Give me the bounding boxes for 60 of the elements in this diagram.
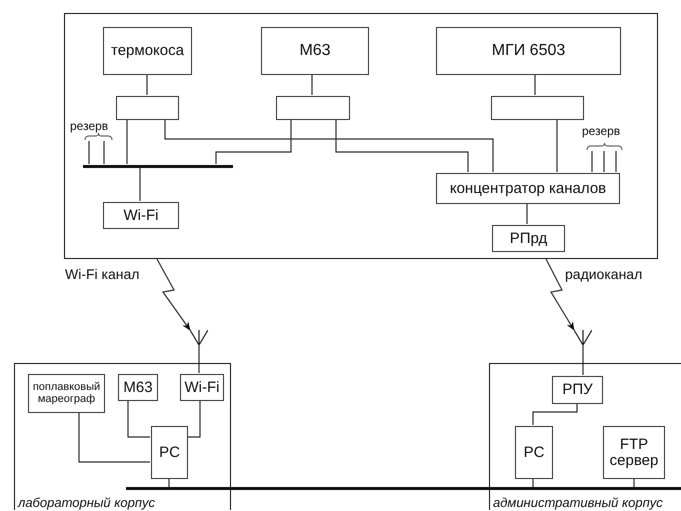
bus-line: [126, 487, 681, 490]
connector-line: [198, 345, 200, 373]
building-frame: [489, 363, 681, 510]
interface-box: [276, 96, 350, 120]
device-box: [103, 27, 192, 75]
device-box: [603, 426, 665, 479]
antenna-symbol: [574, 330, 592, 345]
building-frame: [14, 363, 231, 510]
device-label: Wi-Fi: [124, 208, 158, 224]
device-label: термокоса: [111, 43, 184, 59]
reserve-label: резерв: [70, 119, 108, 133]
device-box: [515, 426, 553, 479]
connector-line: [127, 400, 150, 438]
connector-line: [526, 203, 528, 224]
connector-line: [126, 119, 128, 164]
connector-line: [187, 400, 201, 438]
system-frame: [64, 13, 658, 259]
device-box: [492, 225, 565, 252]
device-box: [118, 374, 158, 401]
device-box: [261, 27, 369, 75]
device-label: М63: [123, 380, 153, 396]
device-label: PC: [159, 444, 180, 460]
antenna-symbol: [190, 330, 208, 345]
building-label: лабораторный корпус: [18, 495, 156, 510]
connector-line: [78, 412, 150, 463]
connector-line: [215, 119, 292, 164]
connector-line: [146, 74, 148, 95]
device-label: поплавковый мареограф: [32, 382, 102, 406]
device-label: М63: [299, 42, 331, 60]
device-label: РПУ: [562, 382, 593, 398]
connector-line: [335, 119, 469, 172]
device-box: [436, 27, 621, 75]
device-box: [180, 374, 224, 401]
bus-line: [83, 165, 233, 168]
device-label: Wi-Fi: [184, 380, 220, 396]
device-box: [151, 426, 188, 479]
connector-line: [556, 119, 558, 172]
channel-label: радиоканал: [565, 266, 642, 282]
device-label: МГИ 6503: [492, 42, 566, 60]
channel-label: Wi-Fi канал: [65, 266, 140, 282]
device-label: концентратор каналов: [450, 180, 606, 196]
device-box: [552, 376, 603, 404]
device-label: PC: [524, 444, 544, 460]
reserve-label: резерв: [582, 124, 620, 138]
connector-line: [164, 119, 494, 172]
device-box: [436, 173, 620, 204]
device-box: [28, 374, 105, 413]
device-label: РПрд: [510, 230, 548, 246]
connector-line: [534, 74, 536, 95]
connector-line: [139, 167, 141, 201]
connector-line: [311, 74, 313, 95]
building-label: административный корпус: [493, 495, 663, 510]
interface-box: [116, 96, 179, 120]
device-box: [103, 202, 179, 229]
interface-box: [491, 96, 584, 120]
connector-line: [532, 403, 578, 425]
device-label: FTP сервер: [608, 436, 660, 468]
connector-line: [582, 345, 584, 375]
radio-link-arrow: [545, 258, 575, 331]
radio-link-arrow: [156, 258, 191, 331]
